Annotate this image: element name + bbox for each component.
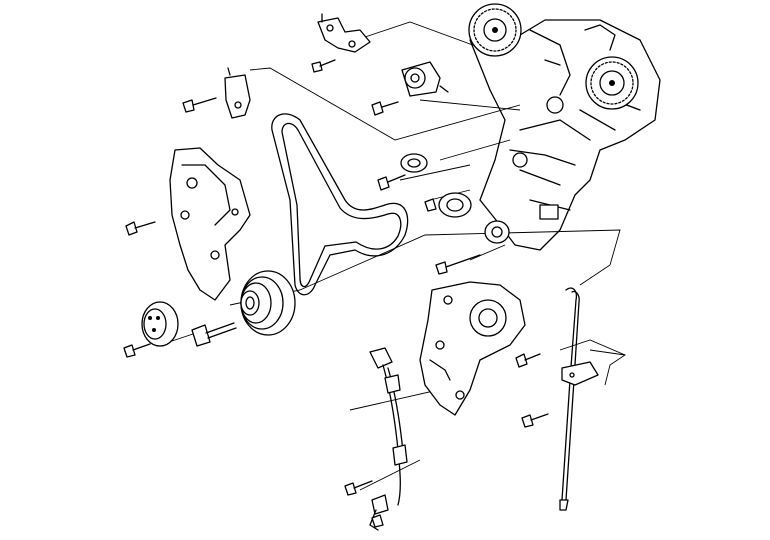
mount-bracket-top [317, 13, 371, 53]
mount-bracket-left [224, 67, 251, 119]
timing-belt [271, 113, 409, 296]
bolt [344, 480, 373, 496]
camshaft-sprocket-upper [468, 3, 522, 57]
crankshaft-pulley-bolt [191, 322, 237, 347]
bolt [125, 221, 156, 236]
engine-block [469, 19, 661, 251]
bolt [371, 101, 399, 116]
bolt [371, 514, 384, 528]
bolt [515, 353, 541, 368]
bolt [182, 97, 217, 113]
oil-dipstick [559, 287, 599, 511]
bolt [377, 174, 406, 191]
crankshaft-pulley [240, 270, 296, 336]
bolt [311, 59, 336, 73]
belt-tensioner [401, 61, 449, 97]
camshaft-sprocket-lower [585, 56, 639, 110]
upper-timing-cover [169, 147, 251, 301]
bolt [521, 413, 549, 428]
crankshaft-sprocket [424, 192, 472, 218]
idler-pulley [400, 153, 428, 173]
lower-timing-cover [419, 281, 526, 416]
idler-pulley [484, 220, 510, 244]
water-pump-pulley [141, 301, 179, 347]
bolt [435, 254, 481, 275]
crankshaft-position-sensor [369, 347, 408, 531]
bolt [123, 343, 151, 358]
